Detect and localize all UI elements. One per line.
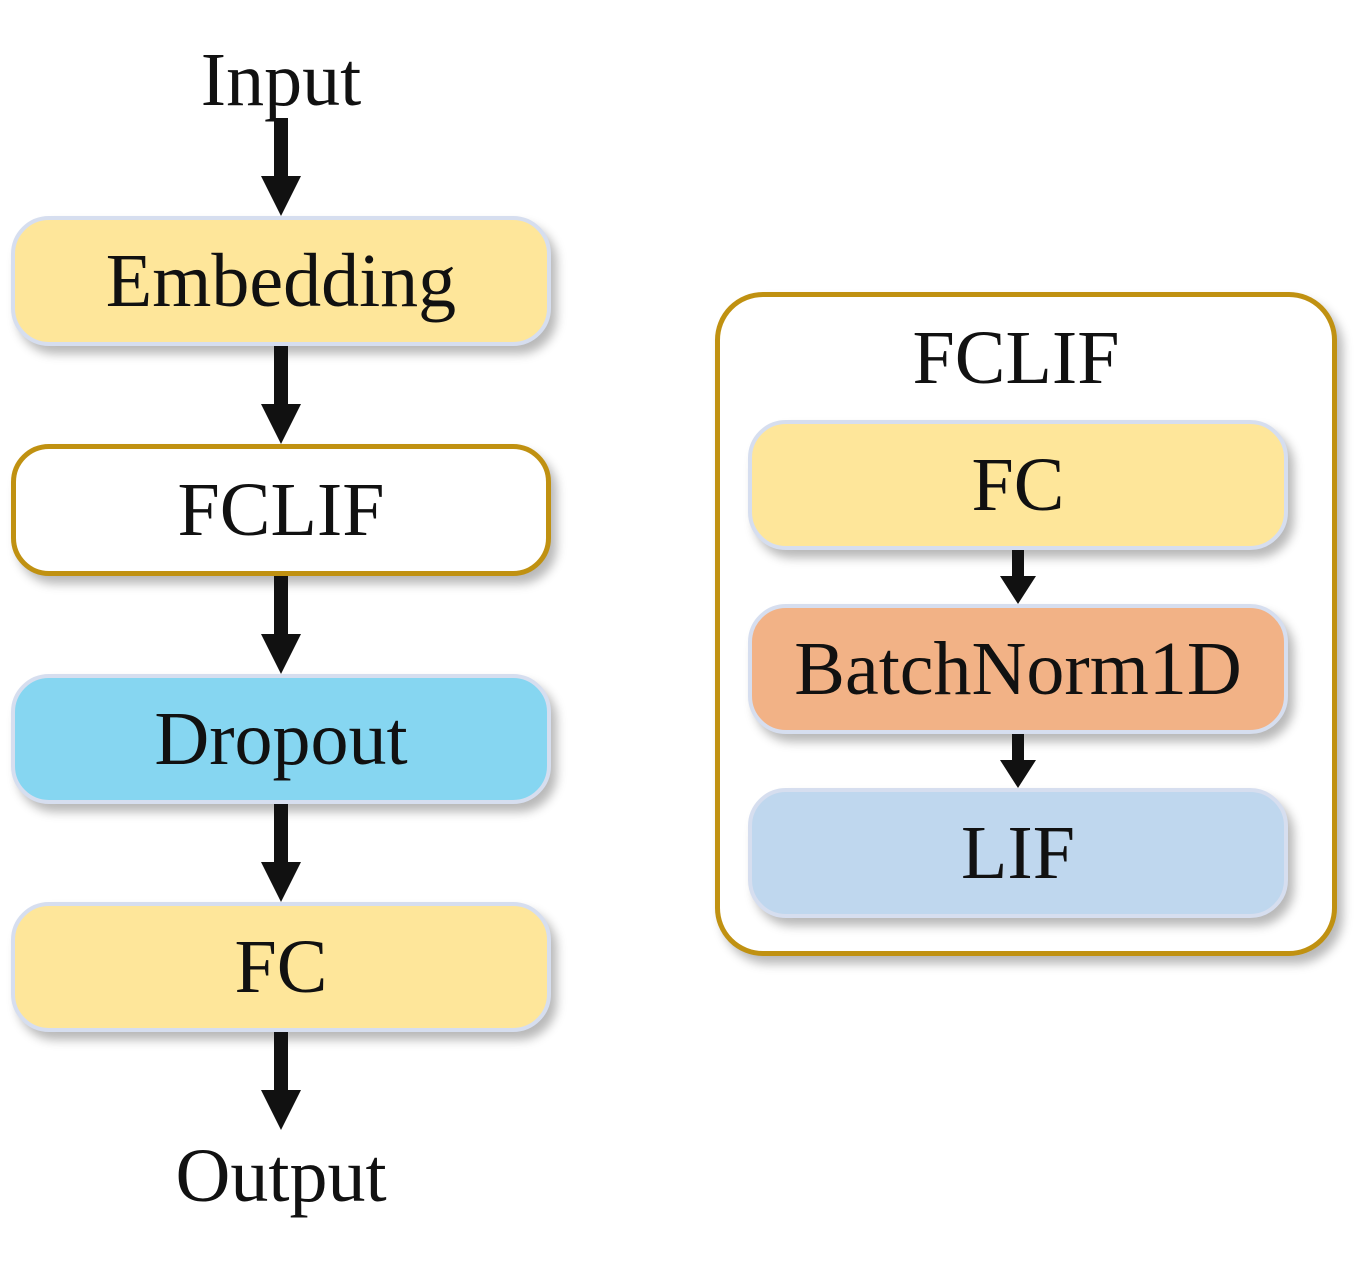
arrow-down-icon <box>251 576 311 674</box>
detail-fc-block: FC <box>748 420 1288 550</box>
arrow-down-icon <box>988 550 1048 606</box>
arrow-down-icon <box>251 1032 311 1130</box>
embedding-label: Embedding <box>105 238 457 323</box>
fclif-detail-title: FCLIF <box>912 316 1120 400</box>
arrow-down-icon <box>988 734 1048 790</box>
fc-label: FC <box>234 924 328 1009</box>
output-label: Output <box>175 1134 387 1218</box>
fclif-block: FCLIF <box>11 444 551 576</box>
arrow-down-icon <box>251 118 311 216</box>
lif-label: LIF <box>961 810 1075 895</box>
batchnorm-block: BatchNorm1D <box>748 604 1288 734</box>
arrow-down-icon <box>251 804 311 902</box>
fclif-label: FCLIF <box>177 467 385 552</box>
dropout-label: Dropout <box>154 696 408 781</box>
embedding-block: Embedding <box>11 216 551 346</box>
input-label: Input <box>200 38 362 122</box>
detail-fc-label: FC <box>971 442 1065 527</box>
arrow-down-icon <box>251 346 311 444</box>
batchnorm-label: BatchNorm1D <box>794 626 1242 711</box>
dropout-block: Dropout <box>11 674 551 804</box>
fc-block: FC <box>11 902 551 1032</box>
lif-block: LIF <box>748 788 1288 918</box>
